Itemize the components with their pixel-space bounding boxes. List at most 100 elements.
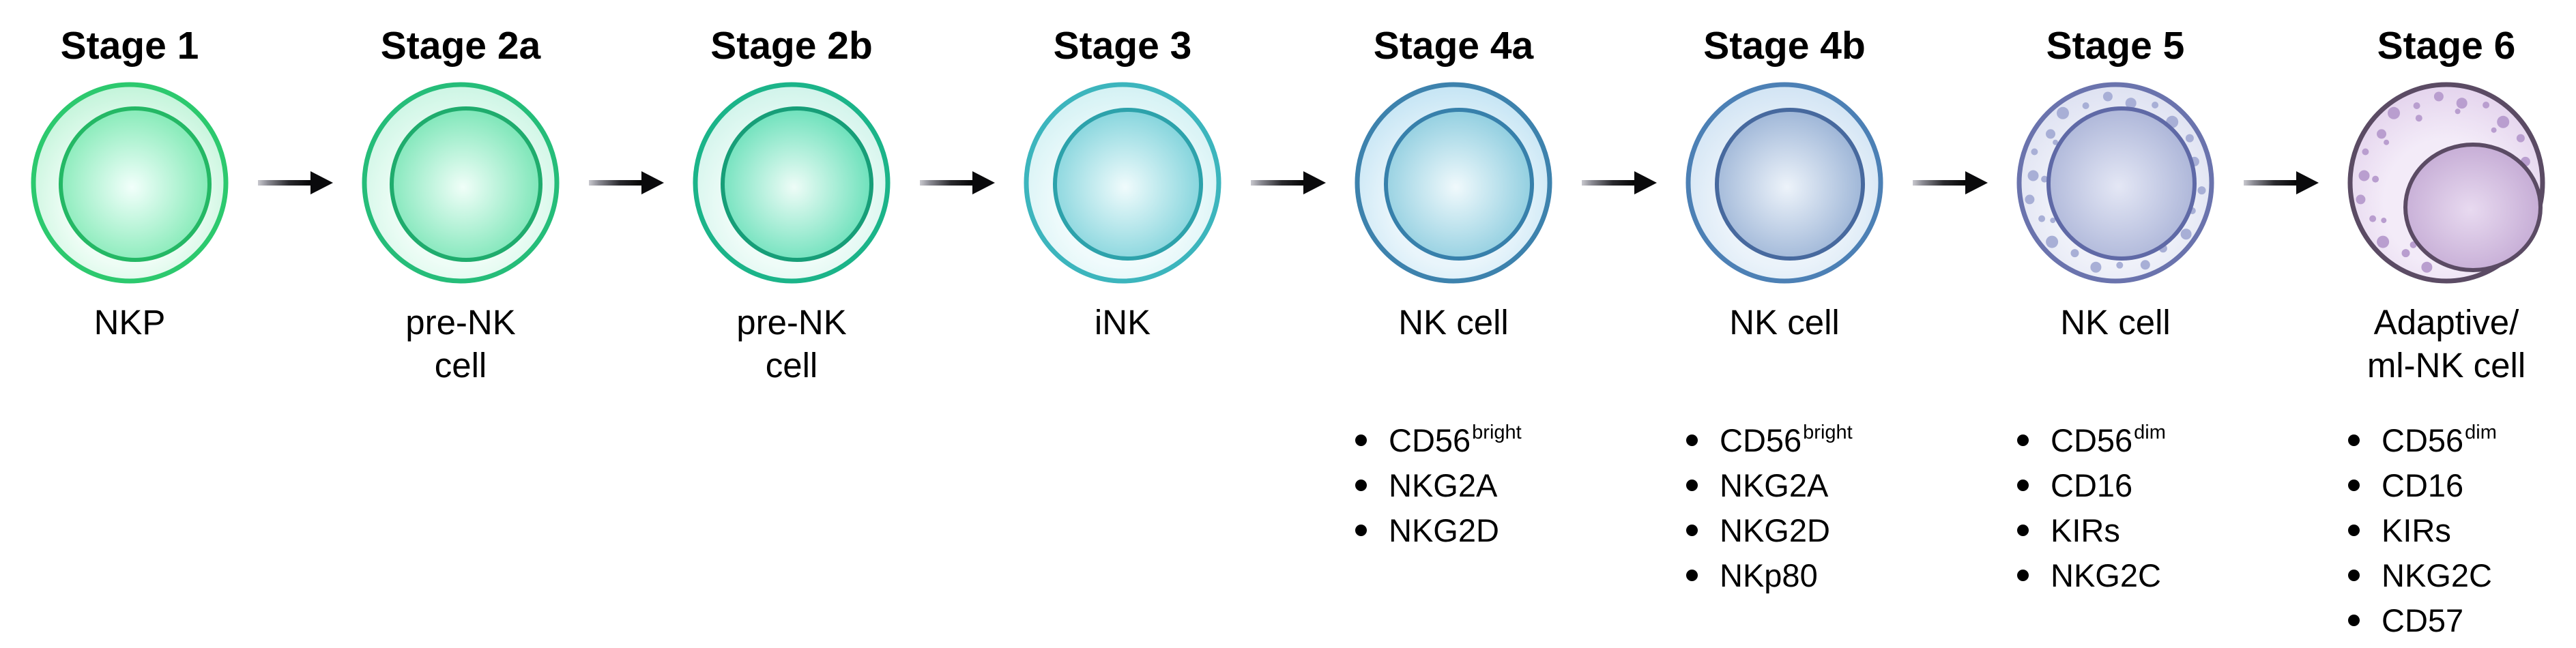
cell-type-label-line: NKP <box>93 303 166 342</box>
stage-column-1: Stage 1 NKP <box>0 0 293 648</box>
cell-type-label-line: ml-NK cell <box>2367 346 2526 385</box>
arrow-shaft <box>919 180 976 186</box>
stage-title: Stage 1 <box>60 24 199 68</box>
marker-base: CD56 <box>1389 422 1471 458</box>
marker-text: KIRs <box>2382 512 2451 549</box>
right-arrow-icon <box>1581 171 1657 194</box>
cell-nucleus <box>2403 143 2543 272</box>
cell-type-label: NK cell <box>1621 301 1948 344</box>
marker-item: NKG2D <box>1355 507 1522 553</box>
right-arrow-icon <box>1912 171 1988 194</box>
cell-illustration <box>689 80 894 285</box>
marker-text: KIRs <box>2051 512 2120 549</box>
bullet-icon <box>1686 569 1698 581</box>
cell-illustration <box>2344 80 2549 285</box>
marker-base: CD16 <box>2382 467 2464 503</box>
cell-type-label: pre-NK cell <box>628 301 955 387</box>
marker-text: NKG2A <box>1389 467 1497 504</box>
marker-item: CD56bright <box>1686 417 1853 462</box>
marker-text: NKG2C <box>2382 557 2492 594</box>
arrow-head <box>310 171 333 194</box>
marker-text: NKG2C <box>2051 557 2161 594</box>
arrow-shaft <box>1912 180 1969 186</box>
bullet-icon <box>1355 434 1367 446</box>
bullet-icon <box>1686 524 1698 536</box>
arrow-head <box>1634 171 1657 194</box>
cell-type-label-line: NK cell <box>2060 303 2171 342</box>
stage-column-3: Stage 2b pre-NK cell <box>628 0 955 648</box>
marker-text: CD16 <box>2051 467 2132 504</box>
cell-type-label-line: Adaptive/ <box>2373 303 2519 342</box>
marker-base: NKG2A <box>1389 467 1498 503</box>
cell-nucleus <box>1384 108 1534 261</box>
marker-text: NKG2D <box>1389 512 1499 549</box>
marker-item: KIRs <box>2348 507 2497 553</box>
cell-type-label: NKP <box>0 301 293 344</box>
cell-nucleus <box>390 106 542 262</box>
marker-text: CD57 <box>2382 602 2463 639</box>
bullet-icon <box>2348 479 2360 491</box>
granular-cell-icon <box>2016 82 2214 284</box>
marker-item: CD57 <box>2348 598 2497 643</box>
cell-illustration <box>1682 80 1887 285</box>
marker-base: NKG2D <box>1389 512 1499 548</box>
arrow-head <box>2296 171 2319 194</box>
marker-base: NKG2A <box>1720 467 1829 503</box>
cell-nucleus <box>1715 108 1865 261</box>
bullet-icon <box>2348 434 2360 446</box>
cell-nucleus <box>1053 108 1203 261</box>
marker-base: CD16 <box>2051 467 2133 503</box>
marker-item: CD16 <box>2348 462 2497 507</box>
cell-type-label: NK cell <box>1952 301 2279 344</box>
cell-type-label: Adaptive/ml-NK cell <box>2283 301 2576 387</box>
cell-icon <box>362 82 560 284</box>
stage-title: Stage 6 <box>2377 24 2516 68</box>
stage-title: Stage 2b <box>710 24 873 68</box>
marker-text: NKG2D <box>1720 512 1830 549</box>
cell-icon <box>1024 82 1221 284</box>
marker-text: CD56dim <box>2382 422 2497 459</box>
right-arrow-icon <box>2243 171 2319 194</box>
cell-illustration <box>1020 80 1225 285</box>
marker-base: CD57 <box>2382 602 2464 638</box>
stage-title: Stage 4a <box>1373 24 1534 68</box>
arrow-shaft <box>257 180 314 186</box>
cell-nucleus <box>59 106 212 262</box>
marker-superscript: dim <box>2134 421 2166 443</box>
marker-base: CD56 <box>2051 422 2133 458</box>
marker-text: NKp80 <box>1720 557 1818 594</box>
marker-item: CD16 <box>2017 462 2166 507</box>
cell-nucleus <box>721 106 873 262</box>
marker-item: NKG2C <box>2017 553 2166 598</box>
marker-item: KIRs <box>2017 507 2166 553</box>
cell-type-label: pre-NK cell <box>297 301 624 387</box>
bullet-icon <box>1355 524 1367 536</box>
bullet-icon <box>2348 569 2360 581</box>
cell-type-label-line: cell <box>434 346 487 385</box>
marker-base: NKG2C <box>2382 557 2492 593</box>
cell-type-label-line: pre-NK <box>405 303 516 342</box>
cell-type-label-line: pre-NK <box>736 303 847 342</box>
arrow-head <box>972 171 995 194</box>
cell-illustration <box>2013 80 2218 285</box>
arrow-head <box>1965 171 1988 194</box>
marker-base: NKG2C <box>2051 557 2161 593</box>
marker-text: NKG2A <box>1720 467 1828 504</box>
cell-type-label-line: cell <box>765 346 818 385</box>
stage-title: Stage 3 <box>1053 24 1192 68</box>
marker-item: NKG2D <box>1686 507 1853 553</box>
cell-nucleus <box>2046 106 2197 261</box>
cell-type-label-line: NK cell <box>1398 303 1509 342</box>
marker-item: CD56bright <box>1355 417 1522 462</box>
right-arrow-icon <box>257 171 333 194</box>
cell-icon <box>1685 82 1883 284</box>
cell-illustration <box>27 80 232 285</box>
stage-column-4: Stage 3 iNK <box>959 0 1286 648</box>
arrow-shaft <box>1581 180 1638 186</box>
cell-icon <box>693 82 891 284</box>
marker-base: CD56 <box>1720 422 1802 458</box>
